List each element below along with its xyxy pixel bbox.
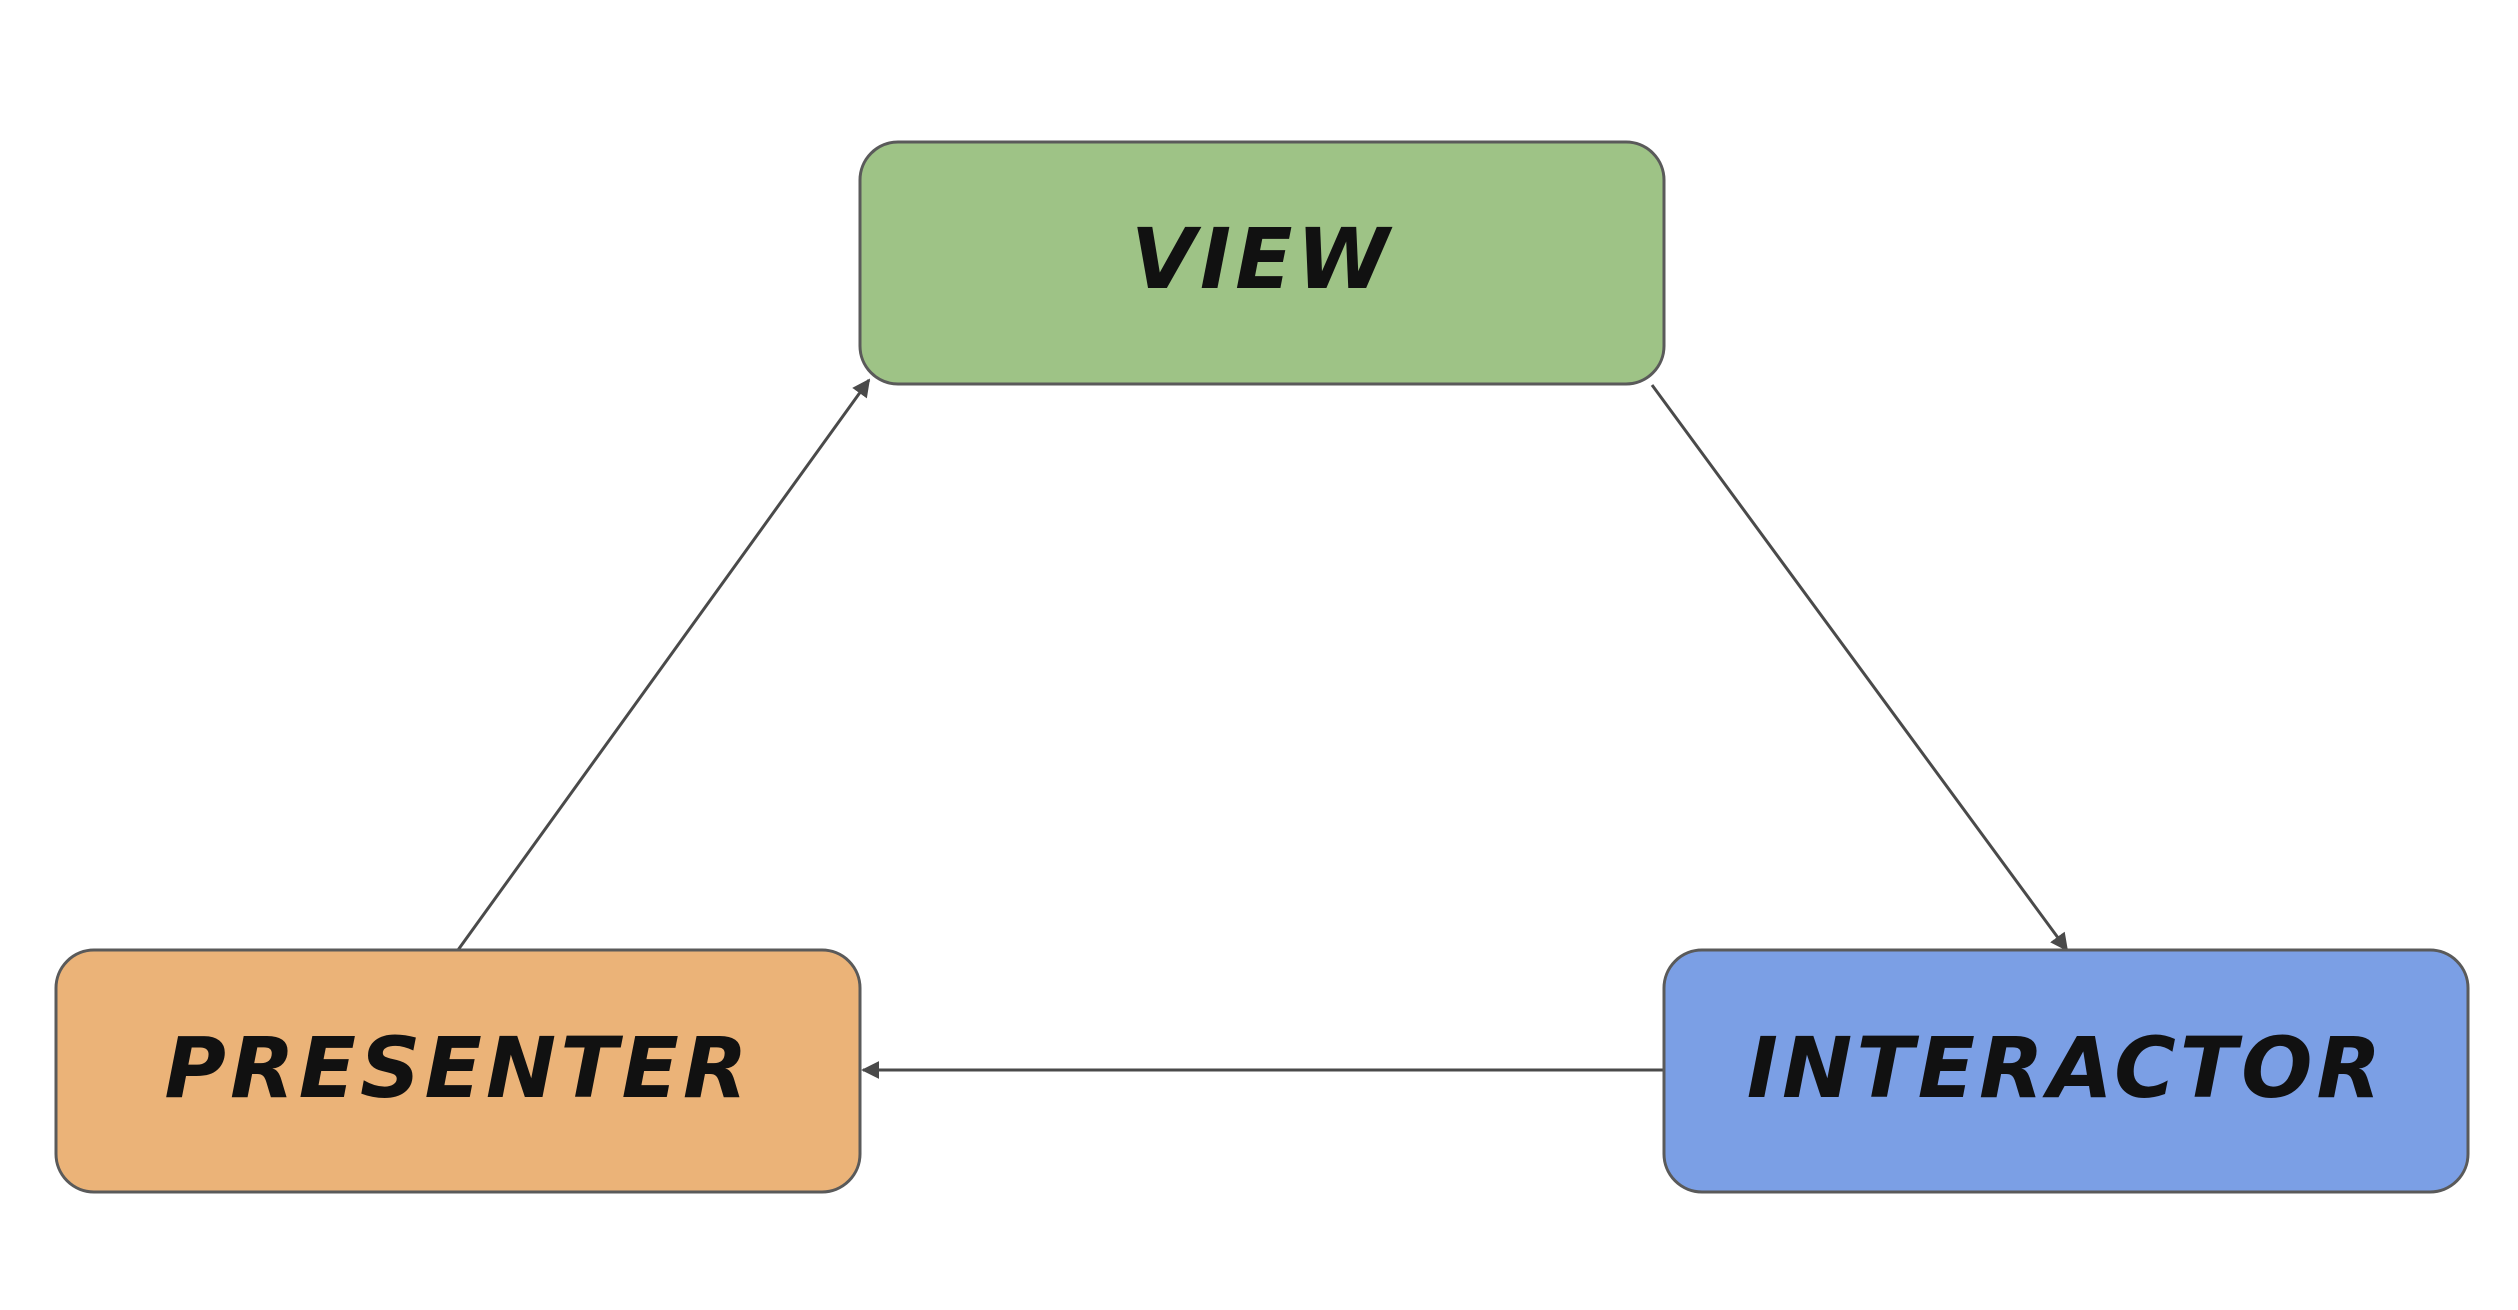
presenter-node-label: PRESENTER (164, 1019, 751, 1117)
view-node-label: VIEW (1131, 210, 1394, 308)
view-node-box (858, 140, 1666, 386)
edge-presenter-to-view (456, 378, 871, 951)
presenter-node[interactable]: PRESENTER (54, 948, 862, 1194)
interactor-node-label: INTERACTOR (1747, 1019, 2385, 1117)
presenter-node-box (54, 948, 862, 1194)
interactor-node-box (1662, 948, 2470, 1194)
interactor-node[interactable]: INTERACTOR (1662, 948, 2470, 1194)
edge-view-to-interactor (1650, 384, 2069, 952)
view-node[interactable]: VIEW (858, 140, 1666, 386)
